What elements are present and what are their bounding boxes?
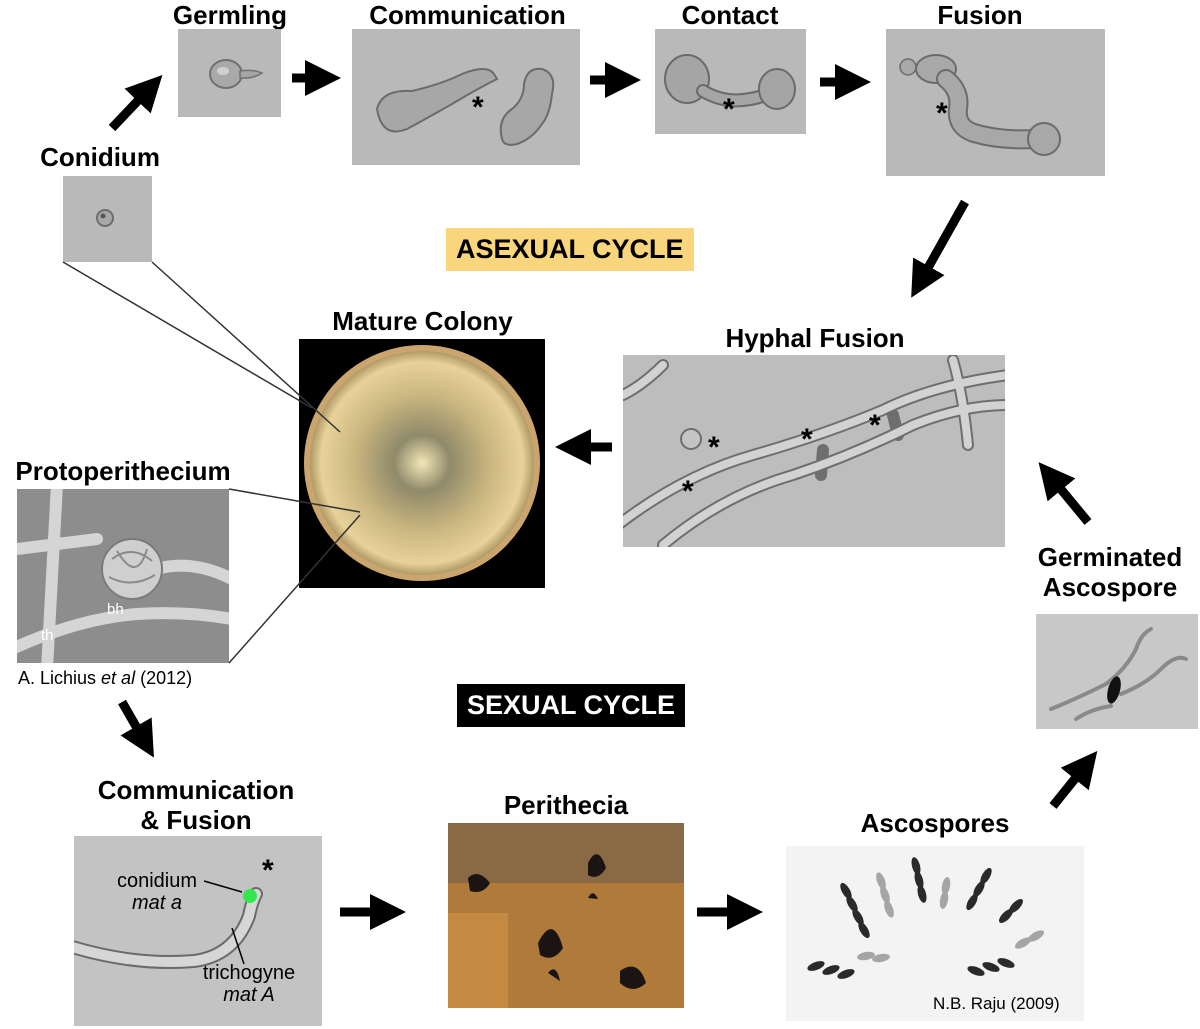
label-fusion: Fusion <box>937 0 1023 30</box>
label-germinated-line1: Germinated <box>1037 542 1183 572</box>
perithecia-image <box>448 823 684 1008</box>
arrow-germinated-hyphal <box>1038 462 1092 525</box>
label-comm-fusion-line1: Communication <box>97 775 295 805</box>
trichogyne-annotation-text: trichogyne <box>202 962 296 984</box>
germling-image <box>178 29 281 117</box>
bh-label: bh <box>107 601 124 618</box>
label-perithecia: Perithecia <box>503 790 629 820</box>
label-protoperithecium: Protoperithecium <box>15 456 231 486</box>
sexual-cycle-badge: SEXUAL CYCLE <box>457 684 686 727</box>
arrow-ascospores-germinated <box>1049 750 1098 809</box>
arrow-proto-commfusion <box>118 699 154 758</box>
conidium-annotation-text: conidium <box>116 870 198 892</box>
ascospores-image: N.B. Raju (2009) <box>786 846 1084 1021</box>
label-germling: Germling <box>172 0 288 30</box>
mat-a-upper-annotation: mat A <box>223 984 275 1006</box>
label-hyphal-fusion: Hyphal Fusion <box>725 323 905 353</box>
asterisk-communication: * <box>472 91 484 124</box>
hyphal-fusion-image: * * * * <box>623 355 1005 547</box>
asterisk-hyphal-1: * <box>708 431 720 464</box>
raju-credit: N.B. Raju (2009) <box>933 994 1060 1013</box>
fusion-image: * <box>886 29 1105 176</box>
trichogyne-annotation: trichogyne mat A <box>189 962 309 1006</box>
label-germinated-ascospore: Germinated Ascospore <box>1020 542 1200 602</box>
asterisk-hyphal-4: * <box>682 475 694 508</box>
label-communication: Communication <box>369 0 566 30</box>
germinated-ascospore-image <box>1036 614 1198 729</box>
lichius-credit-etal: et al <box>101 668 136 688</box>
communication-image: * <box>352 29 580 165</box>
arrow-fusion-hyphal <box>911 199 969 298</box>
mature-colony-image <box>299 339 545 588</box>
communication-fusion-image: * conidium mat a trichogyne mat A <box>74 836 322 1026</box>
contact-image: * <box>655 29 806 134</box>
label-mature-colony: Mature Colony <box>332 306 513 336</box>
lichius-credit-author: A. Lichius <box>18 668 102 688</box>
conidium-annotation: conidium mat a <box>98 870 216 914</box>
asterisk-comm-fusion: * <box>262 854 274 887</box>
asterisk-contact: * <box>723 93 735 126</box>
label-ascospores: Ascospores <box>860 808 1010 838</box>
conidium-image <box>63 176 152 262</box>
arrow-conidium-germling <box>108 74 163 132</box>
asexual-cycle-badge: ASEXUAL CYCLE <box>446 228 694 271</box>
mat-a-lower-annotation: mat a <box>131 892 183 914</box>
connector-conidium-colony-1 <box>62 261 313 409</box>
label-conidium: Conidium <box>40 142 160 172</box>
lichius-credit-year: (2012) <box>135 668 193 688</box>
label-comm-fusion-line2: & Fusion <box>140 805 252 835</box>
label-contact: Contact <box>681 0 779 30</box>
label-germinated-line2: Ascospore <box>1042 572 1178 602</box>
asterisk-hyphal-3: * <box>869 409 881 442</box>
protoperithecium-image: th bh <box>17 489 229 663</box>
label-communication-fusion: Communication & Fusion <box>70 775 322 835</box>
th-label: th <box>41 627 54 644</box>
asterisk-hyphal-2: * <box>801 423 813 456</box>
lichius-credit: A. Lichius et al (2012) <box>18 668 192 689</box>
asterisk-fusion: * <box>936 97 948 130</box>
